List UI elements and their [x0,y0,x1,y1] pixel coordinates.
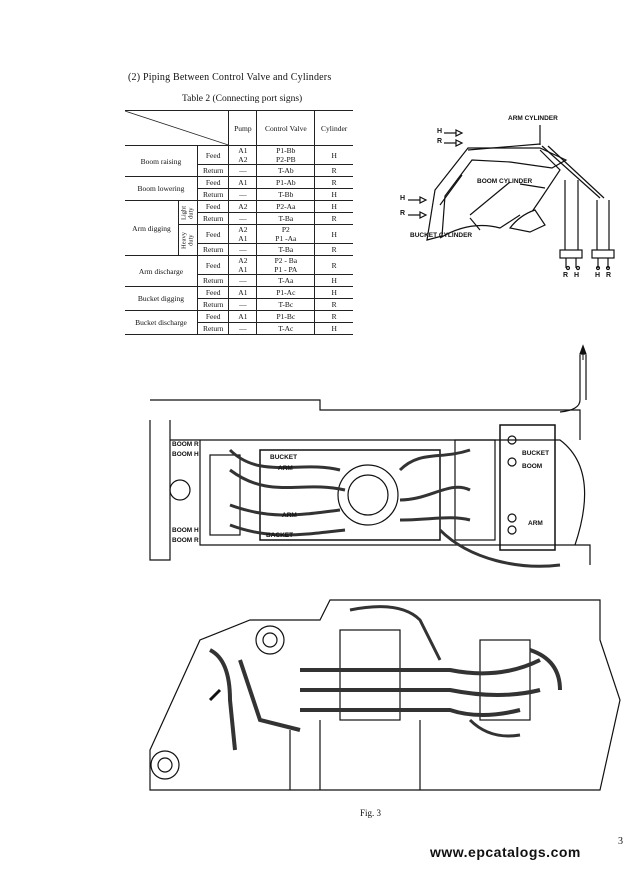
connector-label-4: R [606,272,612,279]
plan-view-piping [149,344,591,568]
connector-label-3: H [595,272,601,279]
diagonal-line [125,111,229,145]
plan-boom-h-bot: BOOM H [172,527,199,534]
boom-arm-diagram [408,125,615,271]
header-pump: Pump [228,110,258,146]
label-r-arm: R [437,138,443,145]
table-caption: Table 2 (Connecting port signs) [182,94,303,104]
operation-cell: Boom lowering [125,176,198,201]
plan-bucket-right: BUCKET [522,450,550,457]
header-control-valve: Control Valve [256,110,316,146]
operation-cell: Boom raising [125,145,198,177]
arm-cylinder-label: ARM CYLINDER [508,115,558,122]
page-number: 3 [618,836,623,847]
section-heading: (2) Piping Between Control Valve and Cyl… [128,72,332,83]
operation-cell: Arm digging [125,200,179,256]
table-corner-cell [125,110,230,146]
connecting-port-table: Pump Control Valve Cylinder Boom raising… [125,110,353,335]
operation-cell: Arm discharge [125,255,198,287]
label-h-boom: H [400,195,406,202]
operation-cell: Bucket digging [125,286,198,311]
footer-url[interactable]: www.epcatalogs.com [430,844,581,860]
plan-boom-r-bot: BOOM R [172,537,199,544]
plan-boom-h-top: BOOM H [172,451,199,458]
cell-cv: P2 - Ba P1 - PA [256,255,316,275]
plan-bucket-mid: BACKET [266,532,294,539]
plan-boom-r-top: BOOM R [172,441,199,448]
cell-cv: T-Ac [256,322,316,335]
bucket-cylinder-label: BUCKET CYLINDER [410,232,473,239]
label-h-arm: H [437,128,443,135]
plan-arm-right: ARM [528,520,543,527]
side-view-piping [149,599,621,791]
plan-bucket-left: BUCKET [270,454,298,461]
boom-cylinder-label: BOOM CYLINDER [477,178,533,185]
plan-arm-left: ARM [278,465,293,472]
label-r-boom: R [400,210,406,217]
cell-cyl: H [314,322,353,335]
figure-label: Fig. 3 [360,808,382,818]
connector-label-1: R [563,272,569,279]
connector-label-2: H [574,272,580,279]
plan-arm-mid: ARM [282,512,297,519]
plan-boom-right: BOOM [522,463,543,470]
operation-cell: Bucket discharge [125,310,198,335]
